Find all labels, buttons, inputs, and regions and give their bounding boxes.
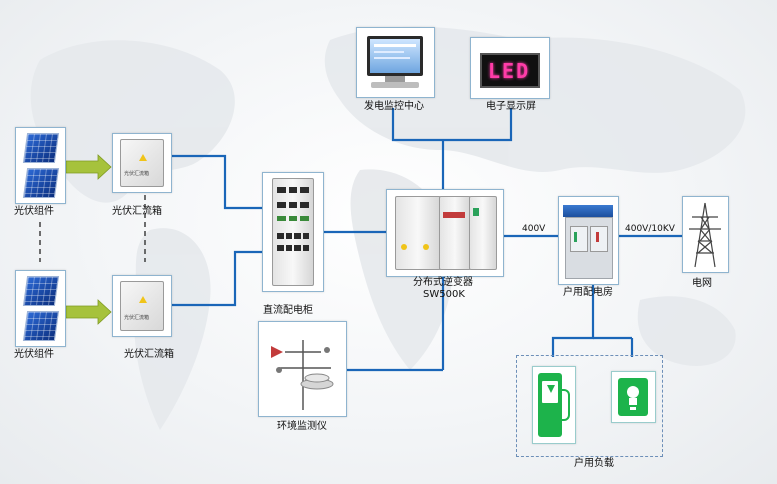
dc-cabinet-label: 直流配电柜 bbox=[263, 305, 313, 316]
solar-panel-icon bbox=[22, 311, 60, 341]
cabinet-icon bbox=[272, 178, 314, 286]
combiner-plate-text: 光伏汇流箱 bbox=[124, 315, 150, 321]
combiner-bottom-label: 光伏汇流箱 bbox=[124, 349, 174, 360]
pv-modules-top-box bbox=[15, 127, 66, 204]
combiner-box-icon: 光伏汇流箱 bbox=[120, 281, 164, 331]
solar-panel-icon bbox=[22, 168, 60, 198]
line-combiner-bottom-to-cabinet bbox=[170, 250, 262, 307]
line-monitor-led-to-inverter bbox=[391, 108, 513, 142]
ev-charger-box bbox=[532, 366, 576, 444]
combiner-top-label: 光伏汇流箱 bbox=[112, 206, 162, 217]
weather-station-icon bbox=[271, 340, 334, 410]
ev-charger-icon bbox=[538, 373, 562, 437]
combiner-plate-text: 光伏汇流箱 bbox=[124, 171, 150, 177]
led-screen-icon: LED bbox=[480, 53, 540, 88]
dc-cabinet-box bbox=[262, 172, 324, 292]
led-text: LED bbox=[488, 59, 531, 83]
combiner-top-box: 光伏汇流箱 bbox=[112, 133, 172, 193]
inverter-box bbox=[386, 189, 504, 277]
monitor-center-label: 发电监控中心 bbox=[364, 101, 424, 112]
monitor-icon bbox=[367, 36, 423, 76]
pv-bottom-label: 光伏组件 bbox=[14, 349, 54, 360]
distribution-room-box bbox=[558, 196, 619, 285]
inverter-label: 分布式逆变器 bbox=[413, 277, 473, 288]
solar-panel-icon bbox=[22, 276, 60, 306]
monitor-center-box bbox=[356, 27, 435, 98]
line-room-to-load bbox=[551, 283, 595, 357]
edge-label-400v-10kv: 400V/10KV bbox=[625, 224, 675, 234]
light-bulb-icon bbox=[618, 378, 648, 416]
edge-label-400v: 400V bbox=[522, 224, 546, 234]
pv-top-label: 光伏组件 bbox=[14, 206, 54, 217]
household-load-group bbox=[516, 355, 663, 457]
arrow-pv-to-combiner-bottom bbox=[65, 299, 112, 325]
solar-panel-icon bbox=[22, 133, 60, 163]
pv-modules-bottom-box bbox=[15, 270, 66, 347]
env-monitor-box bbox=[258, 321, 347, 417]
env-monitor-label: 环境监测仪 bbox=[277, 421, 327, 432]
inverter-icon bbox=[395, 196, 497, 270]
combiner-bottom-box: 光伏汇流箱 bbox=[112, 275, 172, 337]
arrow-pv-to-combiner-top bbox=[65, 154, 112, 180]
substation-icon bbox=[563, 205, 613, 279]
warning-icon bbox=[139, 296, 147, 303]
combiner-box-icon: 光伏汇流箱 bbox=[120, 139, 164, 187]
grid-label: 电网 bbox=[692, 278, 712, 289]
led-screen-box: LED bbox=[470, 37, 550, 99]
transmission-tower-icon bbox=[689, 202, 721, 268]
distribution-room-label: 户用配电房 bbox=[563, 287, 613, 298]
inverter-model-label: SW500K bbox=[423, 289, 465, 300]
led-screen-label: 电子显示屏 bbox=[486, 101, 536, 112]
warning-icon bbox=[139, 154, 147, 161]
household-load-label: 户用负载 bbox=[574, 458, 614, 469]
line-combiner-top-to-cabinet bbox=[170, 154, 262, 210]
grid-box bbox=[682, 196, 729, 273]
light-bulb-box bbox=[611, 371, 656, 423]
